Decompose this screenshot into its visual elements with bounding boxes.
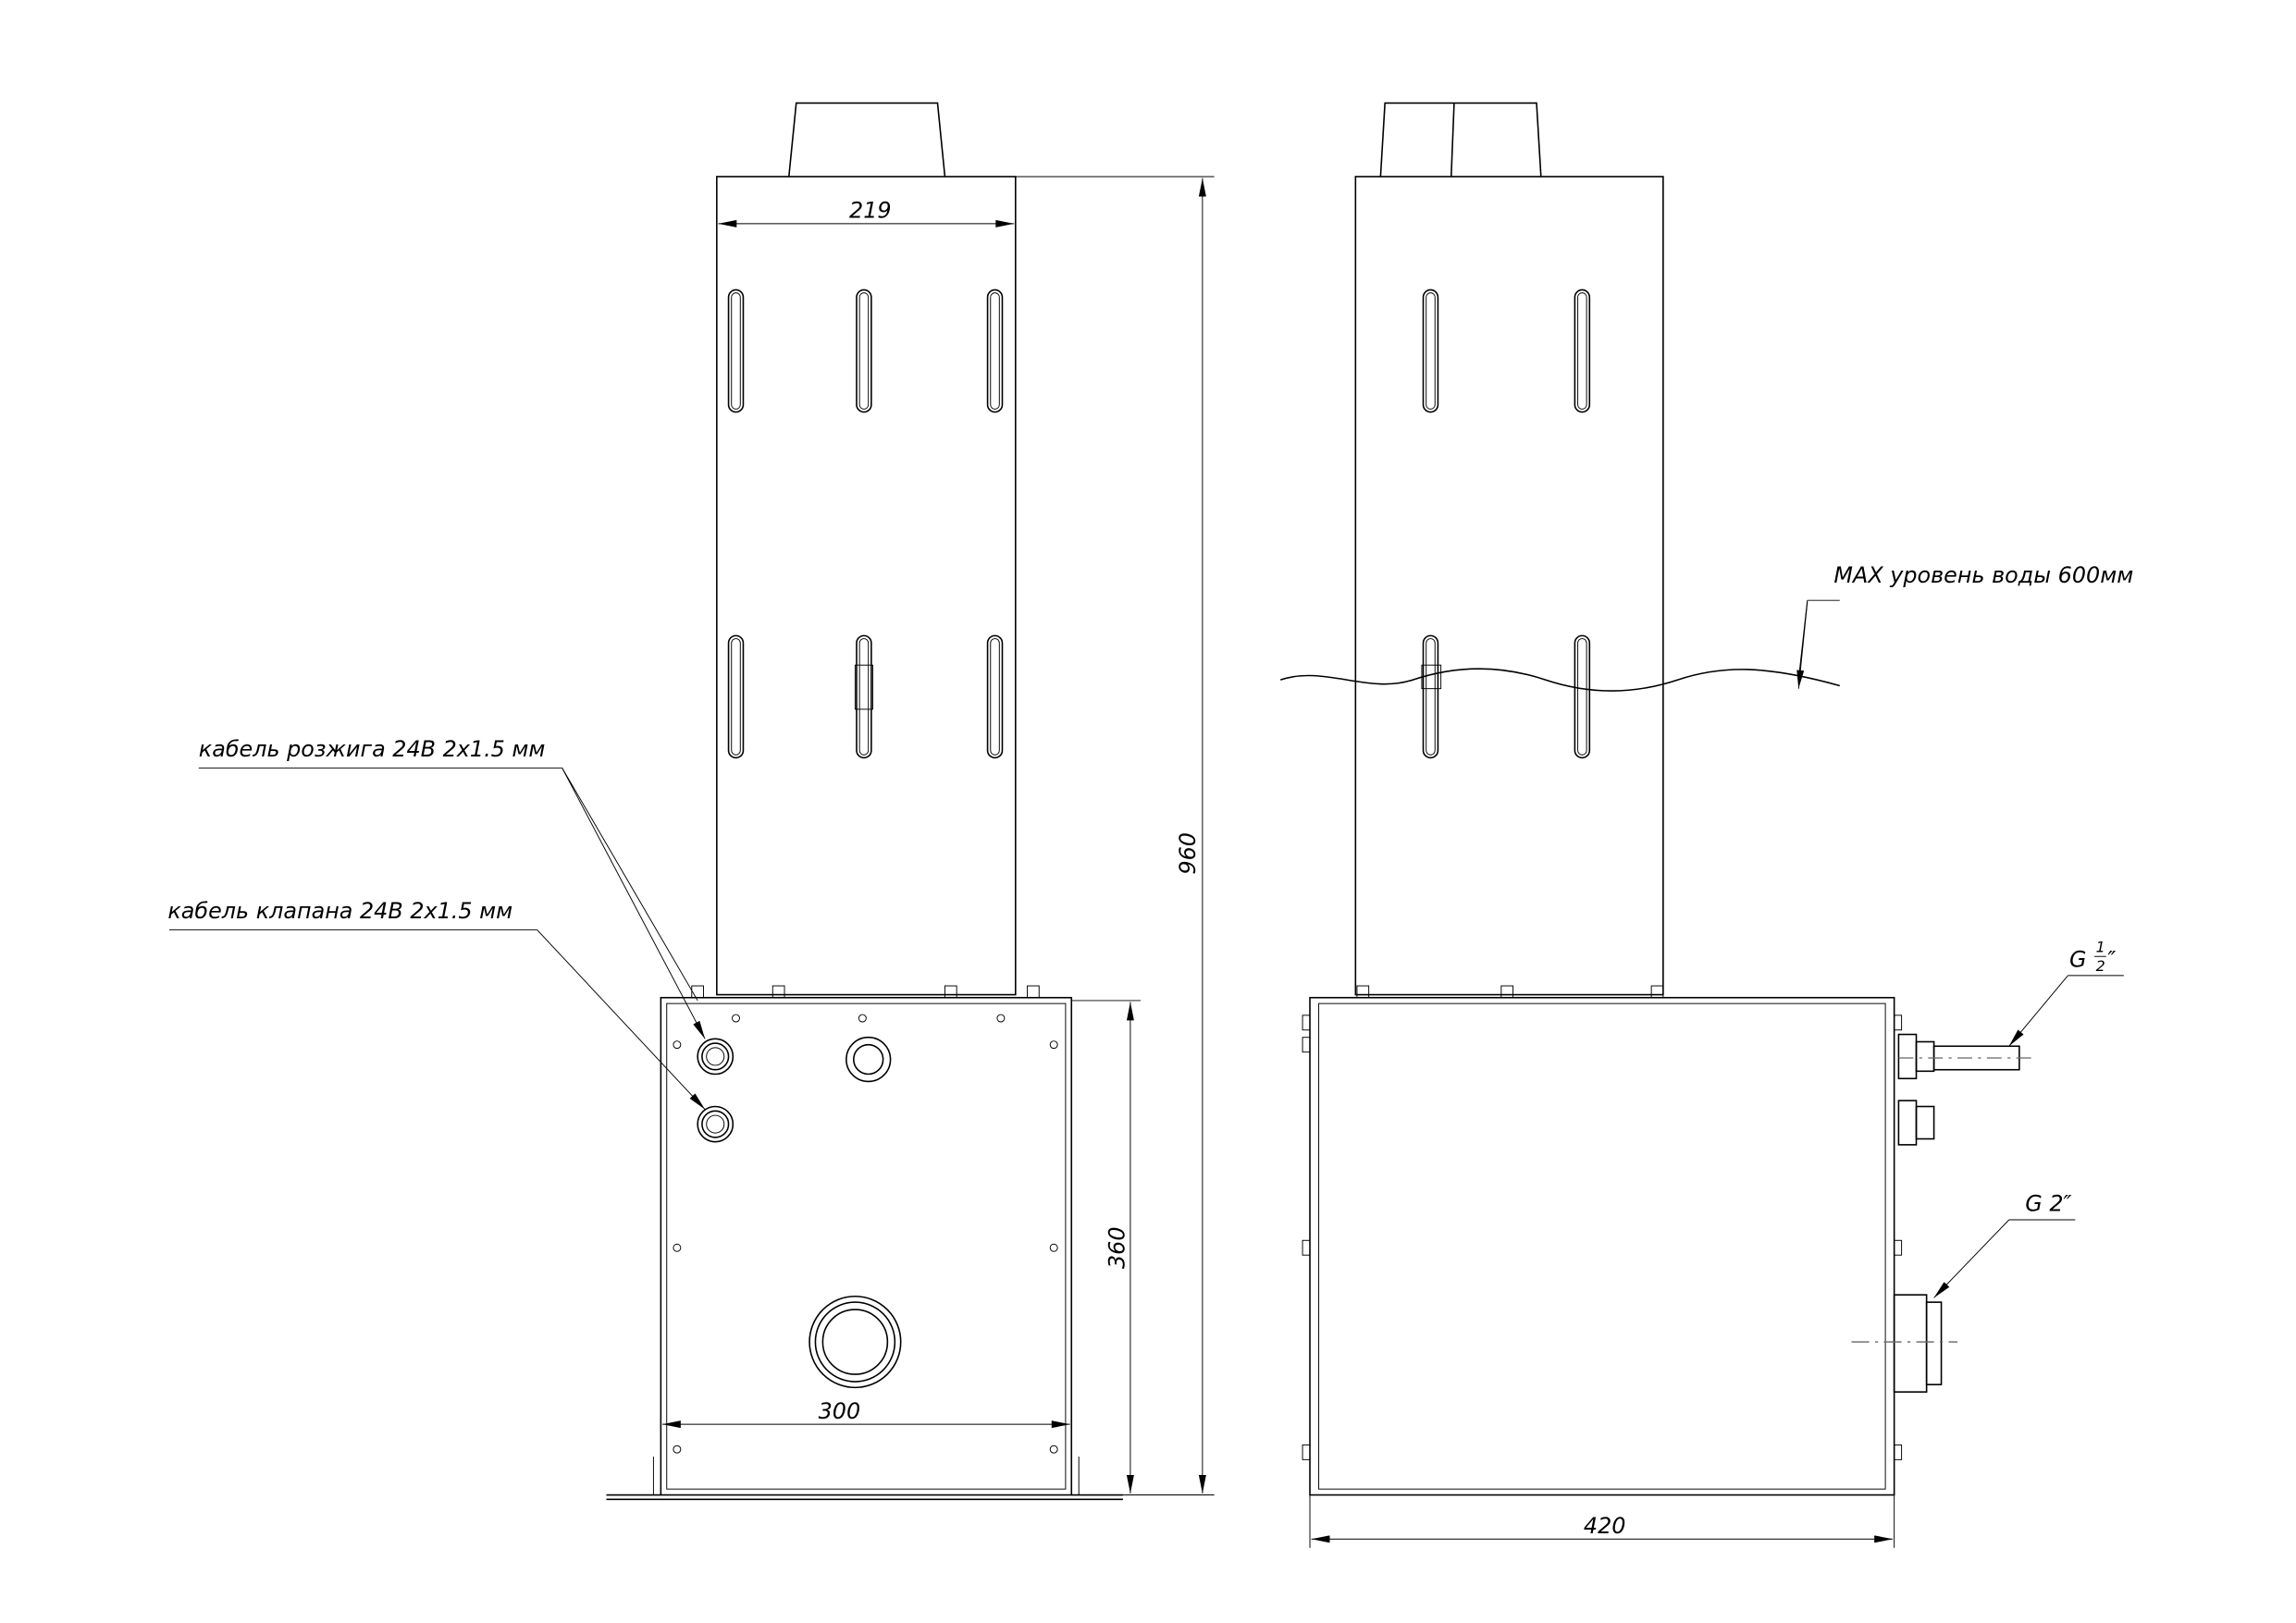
side-view: 420 MAX уровень воды 600мм G 1 2 ″ G 2″ bbox=[1279, 102, 2133, 1548]
dim-219: 219 bbox=[849, 198, 892, 224]
svg-text:2: 2 bbox=[2096, 957, 2105, 975]
dim-300: 300 bbox=[819, 1398, 861, 1424]
svg-text:1: 1 bbox=[2096, 938, 2105, 955]
svg-text:″: ″ bbox=[2107, 946, 2116, 972]
dim-360: 360 bbox=[1105, 1226, 1130, 1269]
label-ignition-cable: кабель розжига 24В 2х1.5 мм bbox=[199, 736, 546, 762]
svg-text:G: G bbox=[2069, 946, 2086, 972]
label-g-2: G 2″ bbox=[2025, 1190, 2071, 1216]
front-view: 219 960 360 300 кабель розжига 24В 2х1.5… bbox=[167, 102, 1215, 1501]
dim-960: 960 bbox=[1175, 832, 1201, 875]
label-g-half: G 1 2 ″ bbox=[2069, 938, 2116, 975]
label-valve-cable: кабель клапана 24В 2х1.5 мм bbox=[167, 898, 512, 924]
label-max-water: MAX уровень воды 600мм bbox=[1833, 562, 2133, 588]
dim-420: 420 bbox=[1584, 1513, 1626, 1539]
